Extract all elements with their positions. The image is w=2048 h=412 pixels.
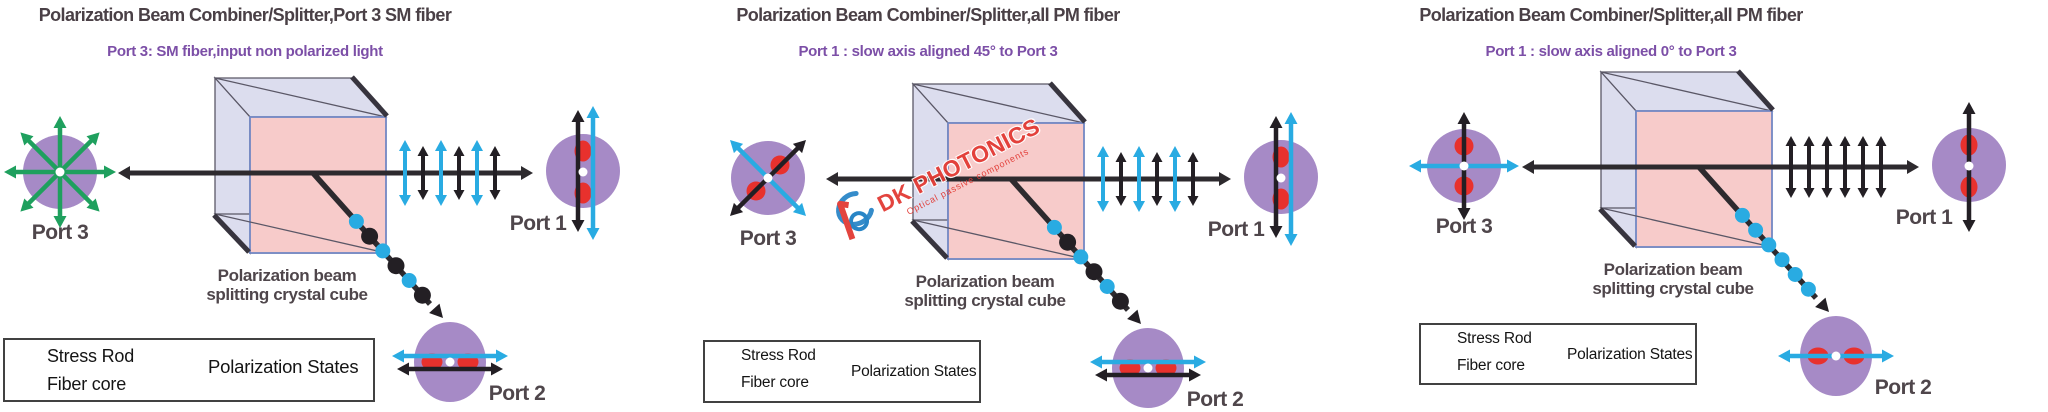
- polarization-dot: [1046, 219, 1062, 235]
- polarization-dot: [1099, 279, 1115, 294]
- legend-fiber-core-label: Fiber core: [1457, 357, 1525, 374]
- cube-caption-line2: splitting crystal cube: [206, 285, 368, 304]
- port2-fiber: [1778, 316, 1894, 396]
- cube-caption-line1: Polarization beam: [915, 272, 1055, 291]
- legend-fiber-core-label: Fiber core: [47, 374, 127, 394]
- legend-stress-rod-label: Stress Rod: [741, 347, 816, 364]
- split-beam: [1008, 177, 1141, 324]
- port3-label: Port 3: [739, 227, 797, 250]
- diagram-svg: [1409, 69, 2006, 396]
- split-beam: [1696, 165, 1829, 312]
- legend-polarization-states-label: Polarization States: [851, 363, 977, 380]
- polarization-dot: [1073, 249, 1089, 265]
- diagram-svg: [719, 81, 1318, 408]
- cube-caption: Polarization beam splitting crystal cube: [875, 272, 1095, 310]
- legend-polarization-states-label: Polarization States: [1567, 346, 1693, 363]
- polarization-dot: [1774, 252, 1790, 268]
- legend-box: [703, 340, 981, 403]
- legend-polarization-states-label: Polarization States: [208, 356, 359, 377]
- port1-fiber: [1244, 112, 1318, 246]
- legend-box: [1419, 323, 1697, 385]
- port2-label: Port 2: [1874, 376, 1932, 399]
- panel-port3-sm-fiber: Polarization Beam Combiner/Splitter,Port…: [0, 0, 683, 412]
- panel-pm-0deg: Polarization Beam Combiner/Splitter,all …: [1366, 0, 2048, 412]
- legend-stress-rod-label: Stress Rod: [47, 346, 135, 366]
- polarization-dot: [387, 257, 405, 275]
- beam-polarization-arrows: [1097, 146, 1199, 212]
- polarization-dot: [361, 227, 379, 245]
- port3-fiber: [730, 140, 806, 216]
- polarization-dot: [1059, 233, 1077, 251]
- port2-label: Port 2: [488, 382, 546, 405]
- port1-fiber: [1932, 102, 2006, 232]
- diagram-group: [826, 81, 1318, 408]
- port3-label: Port 3: [31, 221, 89, 244]
- polarization-dot: [1800, 281, 1816, 297]
- page-title: Polarization Beam Combiner/Splitter,Port…: [38, 5, 452, 25]
- panel-subtitle: Port 1 : slow axis aligned 0° to Port 3: [1485, 43, 1737, 60]
- main-beam: [1522, 160, 1919, 174]
- polarization-dot: [375, 243, 391, 259]
- cube-caption-line1: Polarization beam: [217, 266, 357, 285]
- panel-subtitle: Port 1 : slow axis aligned 45° to Port 3: [798, 43, 1058, 60]
- diagram-svg: [4, 75, 620, 402]
- beam-polarization-arrows: [1785, 136, 1887, 198]
- polarization-dot: [348, 213, 364, 229]
- panel-pm-45deg: Polarization Beam Combiner/Splitter,all …: [683, 0, 1366, 412]
- port3-fiber: [4, 116, 116, 228]
- split-beam: [310, 171, 443, 318]
- polarization-dot: [1748, 222, 1764, 238]
- port3-fiber: [1409, 112, 1519, 220]
- port3-label: Port 3: [1435, 215, 1493, 238]
- cube-caption-line2: splitting crystal cube: [904, 291, 1066, 310]
- legend-box: [3, 338, 375, 402]
- diagram-group: [118, 75, 620, 402]
- beam-splitting-cube: [910, 81, 1087, 261]
- polarization-dot: [413, 286, 431, 304]
- polarization-dot: [1761, 237, 1777, 253]
- polarization-dot: [1787, 267, 1803, 282]
- cube-caption-line2: splitting crystal cube: [1592, 279, 1754, 298]
- port2-fiber: [1090, 328, 1206, 408]
- panel-subtitle: Port 3: SM fiber,input non polarized lig…: [107, 43, 383, 60]
- cube-caption: Polarization beam splitting crystal cube: [1563, 260, 1783, 298]
- legend-fiber-core-label: Fiber core: [741, 374, 809, 391]
- legend-stress-rod-label: Stress Rod: [1457, 330, 1532, 347]
- polarization-dot: [1734, 207, 1750, 223]
- port1-label: Port 1: [1895, 206, 1953, 229]
- page-title: Polarization Beam Combiner/Splitter,all …: [736, 5, 1120, 25]
- polarization-dot: [401, 273, 417, 288]
- port1-label: Port 1: [509, 212, 567, 235]
- beam-splitting-cube: [212, 75, 389, 255]
- diagram-group: [1522, 69, 2006, 396]
- page-title: Polarization Beam Combiner/Splitter,all …: [1419, 5, 1803, 25]
- port1-label: Port 1: [1207, 218, 1265, 241]
- polarization-dot: [1085, 263, 1103, 281]
- port1-fiber: [546, 106, 620, 240]
- port2-label: Port 2: [1186, 388, 1244, 411]
- polarization-dot: [1111, 292, 1129, 310]
- cube-caption: Polarization beam splitting crystal cube: [177, 266, 397, 304]
- port2-fiber: [392, 322, 508, 402]
- cube-caption-line1: Polarization beam: [1603, 260, 1743, 279]
- beam-polarization-arrows: [399, 140, 501, 206]
